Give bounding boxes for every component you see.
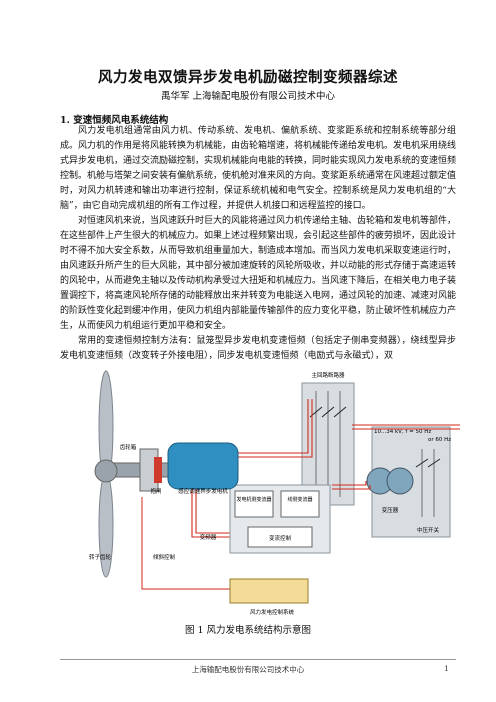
- grid-converter-box: [280, 490, 320, 518]
- footer-rule: [60, 659, 456, 660]
- rotor-label: 转子齿轮: [89, 553, 112, 561]
- generator-label: 感应调速异步发电机: [178, 487, 228, 495]
- transformer-label: 变压器: [382, 506, 399, 514]
- section-heading: 1. 变速恒频风电系统结构: [60, 115, 169, 126]
- paragraph-3: 常用的变速恒频控制方法有：鼠笼型异步发电机变速恒频（包括定子侧串变频器），绕线型…: [60, 336, 456, 361]
- machine-converter-label: 发电机侧变流器: [236, 496, 271, 503]
- paragraph-2: 对恒速风机来说，当风速跃升时巨大的风能将通过风力机传递给主轴、齿轮箱和发电机等部…: [60, 216, 457, 331]
- wt-control-box: [229, 578, 309, 604]
- frequency-converter-label: 变频器: [200, 533, 217, 541]
- figure-caption: 图 1 风力发电系统结构示意图: [184, 625, 312, 636]
- pitch-control-label: 倾斜控制: [153, 553, 176, 561]
- page-number: 1: [444, 664, 449, 673]
- converter-control-label: 变流控制: [269, 534, 292, 542]
- rotor-blade-bottom: [98, 472, 114, 578]
- generator: [167, 442, 239, 490]
- wind-system-figure: 主回路断路器 10...34 kV, f = 50 Hz or 60 Hz 变压…: [82, 367, 462, 619]
- body-text: 风力发电机组通常由风力机、传动系统、发电机、偏航系统、变浆距系统和控制系统等部分…: [60, 124, 456, 364]
- wt-control-label: 风力发电控制系统: [250, 608, 295, 616]
- paragraph-1: 风力发电机组通常由风力机、传动系统、发电机、偏航系统、变浆距系统和控制系统等部分…: [60, 126, 457, 211]
- machine-converter-box: [234, 490, 274, 518]
- mv-switch-label: 中压开关: [417, 526, 440, 534]
- coupling: [154, 457, 162, 483]
- converter-control-box: [247, 526, 313, 548]
- author-line: 禹华军 上海输配电股份有限公司技术中心: [160, 91, 336, 102]
- coupling-label: 抱闸: [150, 487, 161, 495]
- paper-title: 风力发电双馈异步发电机励磁控制变频器综述: [98, 69, 398, 86]
- figure-diagram: 主回路断路器 10...34 kV, f = 50 Hz or 60 Hz 变压…: [89, 370, 460, 616]
- page-footer: 上海输配电股份有限公司技术中心: [191, 665, 305, 674]
- transformer-coil-2: [386, 467, 414, 495]
- main-breaker-label: 主回路断路器: [311, 371, 345, 379]
- gearbox-label: 齿轮箱: [120, 443, 137, 451]
- rotor-hub: [94, 459, 118, 483]
- grid-label-line2: or 60 Hz: [428, 437, 451, 443]
- grid-label-line1: 10...34 kV, f = 50 Hz: [374, 429, 431, 435]
- grid-converter-label: 线侧变流器: [287, 496, 312, 503]
